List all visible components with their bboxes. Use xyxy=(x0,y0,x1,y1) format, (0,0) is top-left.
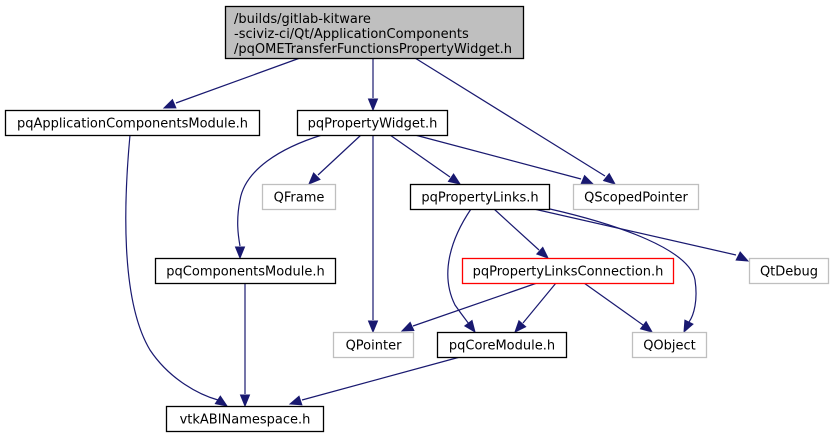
node-label: vtkABINamespace.h xyxy=(180,413,311,428)
arrowhead-icon xyxy=(400,321,415,332)
node-compmodule[interactable]: pqComponentsModule.h xyxy=(154,257,337,285)
edge-linksconn-to-coremodule xyxy=(514,282,557,333)
edges-layer xyxy=(125,57,750,408)
arrowhead-icon xyxy=(514,319,527,333)
arrowhead-icon xyxy=(308,172,321,185)
arrowhead-icon xyxy=(580,174,595,185)
edge-appcomp-to-vtkabi xyxy=(125,134,229,407)
node-label: QObject xyxy=(643,339,696,354)
edge-line xyxy=(414,57,606,177)
node-box xyxy=(296,109,449,137)
edge-line xyxy=(389,134,451,178)
edge-line xyxy=(317,134,362,176)
arrowhead-icon xyxy=(535,246,549,259)
node-label: -sciviz-ci/Qt/ApplicationComponents xyxy=(234,27,469,42)
arrowhead-icon xyxy=(683,319,694,334)
node-box xyxy=(436,331,568,359)
edge-propwidget-to-compmodule xyxy=(234,134,323,260)
node-box xyxy=(409,183,551,211)
node-appcomp[interactable]: pqApplicationComponentsModule.h xyxy=(4,109,261,137)
node-box xyxy=(631,331,708,359)
edge-line xyxy=(583,282,644,326)
arrowhead-icon xyxy=(602,172,617,185)
node-box xyxy=(224,5,525,60)
arrowhead-icon xyxy=(367,320,379,334)
node-linksconn[interactable]: pqPropertyLinksConnection.h xyxy=(461,257,675,285)
node-qtdebug: QtDebug xyxy=(748,257,830,285)
edge-line xyxy=(522,282,557,324)
node-root[interactable]: /builds/gitlab-kitware-sciviz-ci/Qt/Appl… xyxy=(224,5,525,60)
arrowhead-icon xyxy=(214,395,229,407)
edge-line xyxy=(175,57,301,104)
node-label: pqApplicationComponentsModule.h xyxy=(17,117,248,132)
node-box xyxy=(261,183,337,211)
node-box xyxy=(572,183,700,211)
node-label: QPointer xyxy=(346,339,403,354)
node-label: /builds/gitlab-kitware xyxy=(234,12,371,27)
node-box xyxy=(748,257,830,285)
node-label: QScopedPointer xyxy=(584,191,688,206)
edge-line xyxy=(301,356,461,401)
node-label: /pqOMETransferFunctionsPropertyWidget.h xyxy=(234,42,512,57)
edge-root-to-propwidget xyxy=(367,58,379,112)
edge-coremodule-to-vtkabi xyxy=(288,356,461,406)
node-box xyxy=(154,257,337,285)
edge-compmodule-to-vtkabi xyxy=(239,283,251,408)
node-qscoped: QScopedPointer xyxy=(572,183,700,211)
edge-line xyxy=(237,134,323,247)
edge-proplinks-to-coremodule xyxy=(447,208,476,334)
node-label: QFrame xyxy=(274,191,325,206)
arrowhead-icon xyxy=(288,395,303,406)
arrowhead-icon xyxy=(463,319,476,334)
edge-line xyxy=(414,134,582,180)
edge-propwidget-to-proplinks xyxy=(389,134,462,185)
node-label: pqPropertyWidget.h xyxy=(308,117,438,132)
edge-line xyxy=(549,208,697,323)
edge-propwidget-to-qscoped xyxy=(414,134,595,185)
arrowhead-icon xyxy=(367,98,379,112)
node-label: pqPropertyLinks.h xyxy=(421,191,538,206)
node-qframe: QFrame xyxy=(261,183,337,211)
node-label: pqCoreModule.h xyxy=(449,339,555,354)
edge-line xyxy=(412,282,538,327)
node-propwidget[interactable]: pqPropertyWidget.h xyxy=(296,109,449,137)
edge-proplinks-to-linksconn xyxy=(493,208,549,259)
edge-root-to-qscoped xyxy=(414,57,617,185)
arrowhead-icon xyxy=(234,246,246,260)
edge-propwidget-to-qframe xyxy=(308,134,362,185)
node-proplinks[interactable]: pqPropertyLinks.h xyxy=(409,183,551,211)
arrowhead-icon xyxy=(162,98,177,109)
node-coremodule[interactable]: pqCoreModule.h xyxy=(436,331,568,359)
node-qobject: QObject xyxy=(631,331,708,359)
edge-proplinks-to-qobject xyxy=(549,208,697,334)
edge-proplinks-to-qtdebug xyxy=(533,208,750,262)
arrowhead-icon xyxy=(239,394,251,408)
edge-line xyxy=(447,208,472,325)
arrowhead-icon xyxy=(735,251,750,262)
arrowhead-icon xyxy=(447,173,462,185)
node-box xyxy=(4,109,261,137)
node-box xyxy=(461,257,675,285)
node-label: pqPropertyLinksConnection.h xyxy=(473,265,664,280)
node-box xyxy=(332,331,415,359)
node-label: QtDebug xyxy=(760,265,818,280)
edge-line xyxy=(533,208,737,256)
edge-linksconn-to-qobject xyxy=(583,282,654,333)
nodes-layer: /builds/gitlab-kitware-sciviz-ci/Qt/Appl… xyxy=(4,5,830,433)
arrowhead-icon xyxy=(639,320,654,333)
node-label: pqComponentsModule.h xyxy=(166,265,324,280)
edge-line xyxy=(125,134,219,401)
node-box xyxy=(165,405,325,433)
edge-root-to-appcomp xyxy=(162,57,301,109)
node-qpointer: QPointer xyxy=(332,331,415,359)
edge-linksconn-to-qpointer xyxy=(400,282,538,332)
edge-line xyxy=(493,208,540,251)
edge-propwidget-to-qpointer xyxy=(367,135,379,334)
node-vtkabi[interactable]: vtkABINamespace.h xyxy=(165,405,325,433)
